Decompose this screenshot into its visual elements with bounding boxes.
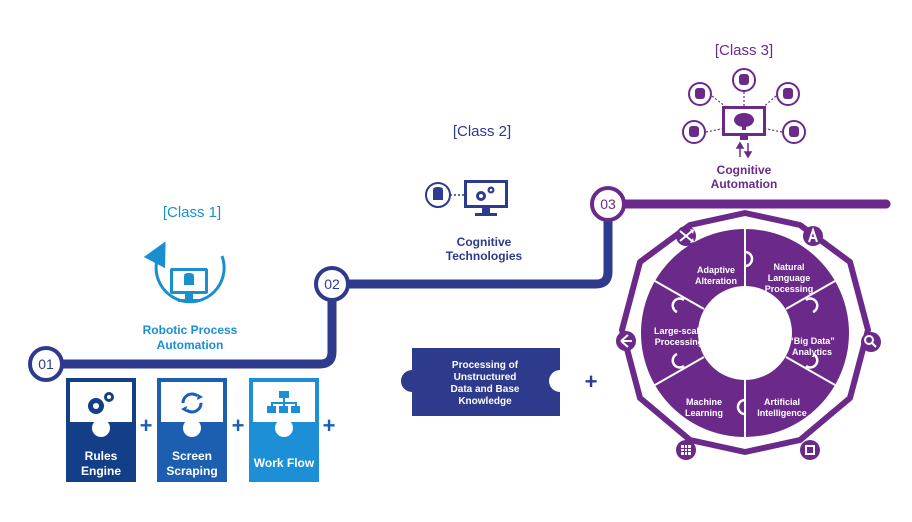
class3-label: [Class 3]: [715, 42, 773, 59]
tile-work-flow: Work Flow: [249, 378, 319, 482]
class2-title-line2: Technologies: [446, 249, 523, 263]
tile-rules-engine-line1: Rules: [85, 449, 118, 463]
cognitive-automation-icon: [682, 68, 806, 159]
step-number-03: 03: [600, 196, 616, 212]
plus-sign-3: +: [323, 413, 336, 438]
class2-label: [Class 2]: [453, 123, 511, 140]
step-marker-02: 02: [314, 266, 350, 302]
wheel-segment-nlp-line2: Language: [768, 273, 811, 283]
class2-title-line1: Cognitive: [457, 235, 512, 249]
database-node-3: [776, 82, 800, 106]
org-chart-icon: [267, 391, 300, 413]
wheel-segment-largescale-line2: Processing: [655, 337, 704, 347]
gears-icon: [88, 392, 114, 414]
database-node-4: [682, 120, 706, 144]
class1-title-line1: Robotic Process: [143, 323, 238, 337]
brain-icon: [734, 113, 754, 130]
class1-title-line2: Automation: [157, 338, 224, 352]
grid-icon: [676, 440, 696, 460]
database-node-1: [688, 82, 712, 106]
tile-screen-scraping-line1: Screen: [172, 449, 212, 463]
plus-sign-4: +: [585, 369, 598, 394]
tile-rules-engine-line2: Engine: [81, 464, 121, 478]
magnifier-icon: [861, 332, 881, 352]
sync-icon: [181, 392, 203, 414]
database-node-2: [732, 68, 756, 92]
letter-a-icon: [803, 226, 823, 246]
tile-rules-engine: Rules Engine: [66, 378, 136, 482]
chip-icon: [800, 440, 820, 460]
wheel-segment-ml-line2: Learning: [685, 408, 723, 418]
step-number-02: 02: [324, 276, 340, 292]
class1-label: [Class 1]: [163, 204, 221, 221]
puzzle-text-line4: Knowledge: [458, 396, 512, 407]
wheel-segment-ml-line1: Machine: [686, 397, 722, 407]
tile-screen-scraping-line2: Scraping: [166, 464, 217, 478]
arrow-left-icon: [616, 331, 636, 351]
wheel-segment-adaptive-line2: Alteration: [695, 276, 737, 286]
rpa-monitor-icon: [143, 241, 226, 304]
cognitive-wheel: Adaptive Alteration Natural Language Pro…: [619, 210, 871, 455]
wheel-segment-ai-line2: Intelligence: [757, 408, 807, 418]
wheel-segment-adaptive-line1: Adaptive: [697, 265, 735, 275]
class3-title-line2: Automation: [711, 177, 778, 191]
tile-screen-scraping: Screen Scraping: [157, 378, 227, 482]
puzzle-text-line3: Data and Base: [451, 384, 520, 395]
class3-title-line1: Cognitive: [717, 163, 772, 177]
puzzle-text-line2: Unstructured: [454, 372, 517, 383]
plus-sign-1: +: [140, 413, 153, 438]
wheel-segment-bigdata-line2: Analytics: [792, 347, 832, 357]
up-down-arrows-icon: [735, 141, 753, 159]
plus-sign-2: +: [232, 413, 245, 438]
wheel-segment-nlp-line1: Natural: [773, 262, 804, 272]
shuffle-icon: [676, 226, 696, 246]
tile-work-flow-label: Work Flow: [254, 456, 315, 470]
step-marker-01: 01: [28, 346, 64, 382]
database-node-5: [782, 120, 806, 144]
step-marker-03: 03: [590, 186, 626, 222]
wheel-segment-ai-line1: Artificial: [764, 397, 800, 407]
wheel-segment-bigdata-line1: “Big Data”: [789, 336, 835, 346]
wheel-segment-nlp-line3: Processing: [765, 284, 814, 294]
cognitive-tech-icon: [425, 180, 508, 216]
puzzle-text-line1: Processing of: [452, 360, 519, 371]
wheel-segment-largescale-line1: Large-scale: [654, 326, 704, 336]
step-number-01: 01: [38, 356, 54, 372]
puzzle-piece: Processing of Unstructured Data and Base…: [401, 348, 560, 416]
